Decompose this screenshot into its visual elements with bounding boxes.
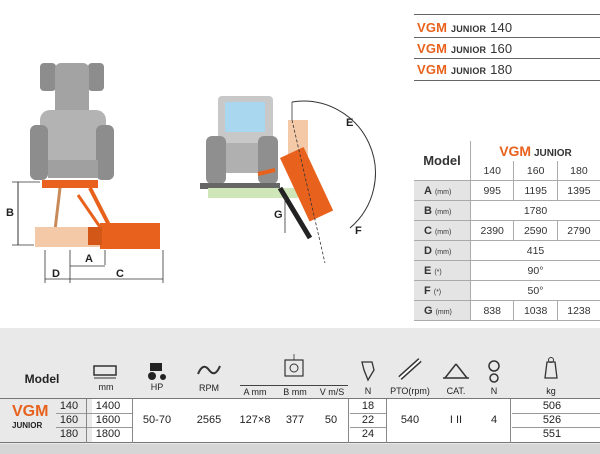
bottom-n1-22: 22 xyxy=(361,414,375,426)
front-wheel-left xyxy=(40,63,56,91)
rear-wheel-left xyxy=(30,125,48,180)
spec-model-label: Model xyxy=(414,141,471,181)
hdr-n2: N xyxy=(490,386,498,396)
model-line-160: VGM JUNIOR 160 xyxy=(417,41,513,56)
dim-label-d: D xyxy=(52,268,60,280)
bottom-kg-506: 506 xyxy=(542,400,562,412)
bottom-b-mm: 377 xyxy=(285,414,305,426)
spec-size-140: 140 xyxy=(470,161,515,181)
bottom-n1-24: 24 xyxy=(361,428,375,440)
weight-icon xyxy=(544,357,558,379)
bottom-hp: 50-70 xyxy=(142,414,172,426)
bottom-size-180: 180 xyxy=(59,428,79,440)
hdr-b-mm: B mm xyxy=(283,387,307,397)
dim-label-a: A xyxy=(85,253,93,265)
ground xyxy=(208,188,298,198)
hdr-a-mm: A mm xyxy=(243,387,267,397)
rear-wheel-right xyxy=(96,125,114,180)
spec-size-180: 180 xyxy=(557,161,600,181)
front-wheel-right xyxy=(88,63,104,91)
bottom-line: JUNIOR xyxy=(12,421,43,430)
hitch-category-icon xyxy=(443,363,469,379)
bottom-mm-1400: 1400 xyxy=(95,400,121,412)
spec-row-f: F(*) 50° xyxy=(414,280,600,301)
hdr-hp: HP xyxy=(150,382,164,392)
bottom-model-label: Model xyxy=(24,372,60,386)
hitch-frame xyxy=(42,180,98,188)
dim-label-f: F xyxy=(355,225,362,237)
tractor-icon xyxy=(148,363,166,380)
bottom-rpm: 2565 xyxy=(196,414,222,426)
spec-brand: VGM xyxy=(499,143,532,159)
bottom-vms: 50 xyxy=(324,414,338,426)
hdr-cat: CAT. xyxy=(446,386,466,396)
hdr-vms: V m/S xyxy=(319,387,345,397)
spec-row-d: D(mm) 415 xyxy=(414,240,600,261)
hdr-pto: PTO(rpm) xyxy=(390,386,430,396)
blade-icon xyxy=(284,354,304,377)
bottom-kg-551: 551 xyxy=(542,428,562,440)
bottom-mm-1800: 1800 xyxy=(95,428,121,440)
bottom-kg-526: 526 xyxy=(542,414,562,426)
tilt-diagram xyxy=(200,96,376,264)
spec-line: JUNIOR xyxy=(534,148,572,159)
model-line-180: VGM JUNIOR 180 xyxy=(417,62,513,77)
tractor-hood xyxy=(55,63,89,118)
bottom-strip xyxy=(0,444,600,454)
spec-size-160: 160 xyxy=(513,161,558,181)
rotation-icon xyxy=(197,365,221,375)
hdr-n1: N xyxy=(364,386,372,396)
bottom-a-mm: 127×8 xyxy=(239,414,271,426)
bottom-size-140: 140 xyxy=(59,400,79,412)
hammer-icon xyxy=(361,361,375,382)
bottom-mm-1600: 1600 xyxy=(95,414,121,426)
bottom-pto: 540 xyxy=(400,414,420,426)
spec-row-b: B(mm) 1780 xyxy=(414,200,600,221)
dim-label-g: G xyxy=(274,209,283,221)
mower-body xyxy=(100,223,160,249)
belt-icon xyxy=(488,360,500,383)
model-line-140: VGM JUNIOR 140 xyxy=(417,20,513,35)
bottom-cat: I II xyxy=(449,414,463,426)
pto-shaft-icon xyxy=(398,358,422,380)
dim-label-c: C xyxy=(116,268,124,280)
dim-label-b: B xyxy=(6,207,14,219)
mower-ghost xyxy=(35,227,103,247)
hdr-kg: kg xyxy=(546,386,556,396)
width-icon xyxy=(93,365,117,379)
bottom-size-160: 160 xyxy=(59,414,79,426)
bottom-brand: VGM xyxy=(12,403,49,420)
hdr-rpm: RPM xyxy=(199,383,219,393)
spec-row-e: E(*) 90° xyxy=(414,260,600,281)
hdr-mm: mm xyxy=(98,382,114,392)
bottom-n2: 4 xyxy=(490,414,498,426)
tractor-cab xyxy=(40,110,106,165)
rear-view-diagram xyxy=(12,63,164,283)
dim-label-e: E xyxy=(346,117,354,129)
bottom-n1-18: 18 xyxy=(361,400,375,412)
cab-window xyxy=(225,102,265,132)
